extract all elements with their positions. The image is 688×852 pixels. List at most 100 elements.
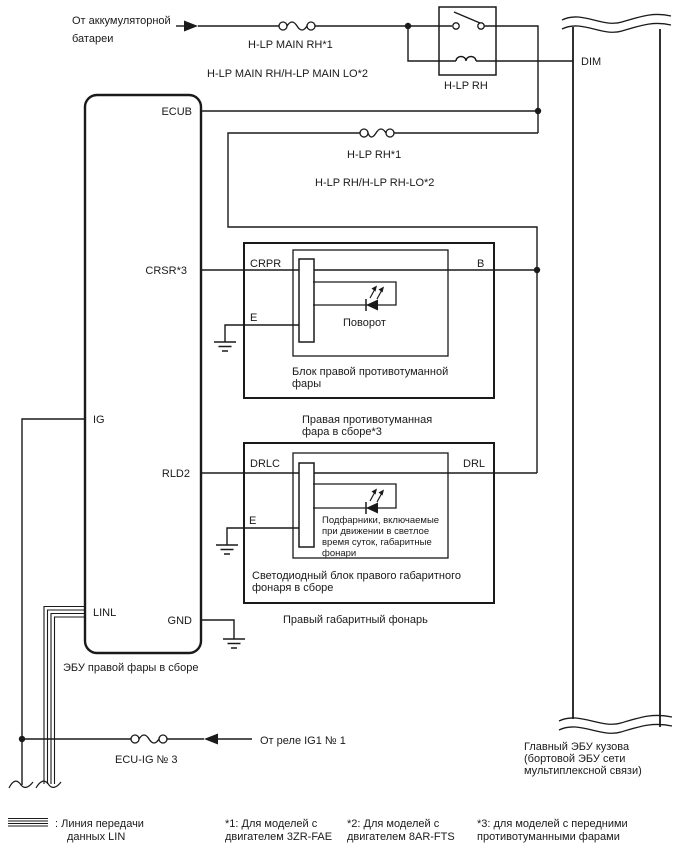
hlp-rh-fuse-loop-wire: [227, 132, 538, 473]
pin-label-drlc: DRLC: [250, 458, 280, 470]
led-triangle: [366, 299, 378, 311]
fuse-ecu-ig-label: ECU-IG № 3: [115, 754, 178, 766]
fog-connector-bar: [298, 258, 315, 343]
battery-feed-wire: [176, 25, 573, 133]
headlight-ecu-caption: ЭБУ правой фары в сборе: [63, 662, 198, 674]
led-emission-arrowhead: [378, 286, 384, 293]
relay-box: [438, 6, 497, 76]
fuse-wave: [286, 21, 308, 31]
drl-assembly-caption: Правый габаритный фонарь: [283, 614, 428, 626]
wavy-line: [558, 723, 673, 734]
footnote-1: *1: Для моделей с: [225, 818, 318, 830]
fuse-terminal: [359, 128, 369, 138]
relay-label: H-LP RH: [444, 80, 488, 92]
fuse-main-alt-label: H-LP MAIN RH/H-LP MAIN LO*2: [207, 68, 368, 80]
pin-label-ecub: ECUB: [161, 106, 192, 118]
break-wavy-bottom-icon: [558, 714, 673, 734]
wire-break-squiggle: [35, 780, 62, 789]
ecu-ig-feed: От реле IG1 № 1 ECU-IG № 3: [22, 733, 346, 766]
fog-unit-caption: Блок правой противотуманной: [292, 366, 448, 378]
main-body-ecu-caption: мультиплексной связи): [524, 765, 642, 777]
led-triangle: [366, 502, 378, 514]
wire-break-squiggle: [8, 780, 34, 789]
battery-arrow-right-icon: [184, 20, 198, 32]
drl-led-caption: при движении в светлое: [322, 526, 429, 537]
footnote-1: двигателем 3ZR-FAE: [225, 831, 332, 843]
legend-lin-text: данных LIN: [67, 831, 125, 843]
fuse-main-label: H-LP MAIN RH*1: [248, 39, 333, 51]
drl-unit-caption: Светодиодный блок правого габаритного: [252, 570, 461, 582]
drl-outer-box: [243, 442, 495, 604]
lin-line: [50, 612, 85, 784]
lin-line: [46, 609, 85, 784]
fog-lamp-outer-box: [243, 242, 495, 399]
footnote-2: двигателем 8AR-FTS: [347, 831, 455, 843]
fog-lamp-inner-box: [292, 249, 449, 357]
led-icon: [365, 285, 384, 311]
wavy-line: [561, 13, 672, 24]
lin-line: [53, 616, 85, 784]
lin-bus-wire: [43, 605, 85, 784]
ig-wire: [21, 418, 85, 785]
ground-icon: [216, 544, 238, 555]
relay-coil-branch-wire: [407, 26, 456, 62]
battery-source-label: батареи: [72, 33, 113, 45]
main-body-ecu-caption: (бортовой ЭБУ сети: [524, 753, 625, 765]
legend-lin-text: : Линия передачи: [55, 818, 144, 830]
relay-switch-output-wire: [484, 25, 539, 133]
fog-unit-caption: фары: [292, 378, 321, 390]
fuse-terminal: [130, 734, 140, 744]
fuse-hlp-rh-alt-label: H-LP RH/H-LP RH-LO*2: [315, 177, 434, 189]
pin-label-b: B: [477, 258, 484, 270]
gnd-wire: [201, 619, 235, 639]
footnote-3: противотуманными фарами: [477, 831, 620, 843]
ground-icon: [223, 638, 245, 649]
drl-inner-box: [292, 452, 449, 559]
wavy-line: [561, 22, 672, 33]
headlight-ecu: ECUB CRSR*3 IG RLD2 LINL GND ЭБУ правой …: [63, 93, 203, 674]
relay-coil-icon: [455, 55, 477, 62]
legend-lin: : Линия передачи данных LIN: [8, 817, 144, 843]
drl-e-wire: [226, 527, 299, 545]
fuse-terminal: [306, 21, 316, 31]
ig-arrow-left-icon: [204, 733, 218, 745]
drl-unit-caption: фонаря в сборе: [252, 582, 333, 594]
drl-connector-bar: [298, 462, 315, 548]
drl-led-caption: Подфарники, включаемые: [322, 515, 439, 526]
main-body-ecu: DIM Главный ЭБУ кузова (бортовой ЭБУ сет…: [524, 13, 673, 777]
pin-label-crsr: CRSR*3: [145, 265, 187, 277]
fuse-loop-path: [227, 132, 538, 473]
position-lamp-assembly: DRLC DRL E Подфарники, включаемые при дв…: [216, 442, 495, 626]
pin-label-linl: LINL: [93, 607, 116, 619]
fog-led-loop-wire: [313, 281, 397, 306]
fuse-terminal: [278, 21, 288, 31]
lin-legend-icon: [8, 817, 48, 827]
fuse-wave: [367, 128, 387, 138]
pin-label-e: E: [249, 515, 256, 527]
ig-relay-source-label: От реле IG1 № 1: [260, 735, 346, 747]
drl-led-loop-wire: [313, 483, 397, 509]
fog-e-wire: [224, 324, 299, 342]
fuse-terminal: [385, 128, 395, 138]
pin-label-ig: IG: [93, 414, 105, 426]
wavy-line: [558, 714, 673, 725]
fuse-terminal: [158, 734, 168, 744]
pin-label-dim: DIM: [581, 56, 601, 68]
led-emission-arrowhead: [378, 489, 384, 496]
drl-led-caption: фонари: [322, 548, 356, 559]
fog-assembly-caption: Правая противотуманная: [302, 414, 432, 426]
fog-led-caption: Поворот: [343, 317, 386, 329]
break-wavy-top-icon: [561, 13, 672, 33]
footnote-2: *2: Для моделей с: [347, 818, 440, 830]
fuse-hlp-rh-icon: [359, 128, 395, 138]
fuse-main-icon: [278, 21, 316, 31]
led-emission-arrowhead: [371, 488, 377, 495]
footnote-3: *3: для моделей с передними: [477, 818, 628, 830]
fog-lamp-assembly: CRPR B E Поворот Блок правой противотума…: [214, 242, 495, 438]
relay-hlp-rh: [438, 6, 497, 76]
pin-label-crpr: CRPR: [250, 258, 281, 270]
fuse-wave: [138, 734, 160, 744]
ground-icon: [214, 341, 236, 352]
pin-label-rld2: RLD2: [162, 468, 190, 480]
